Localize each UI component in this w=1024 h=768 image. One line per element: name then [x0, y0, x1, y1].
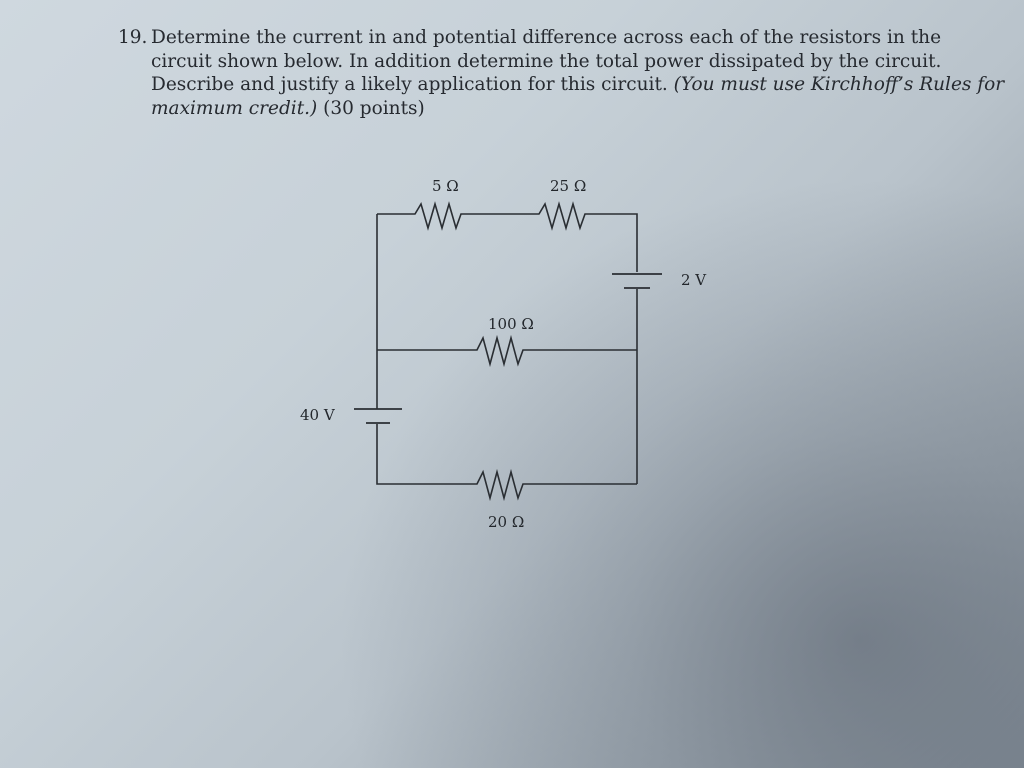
label-2-volt: 2 V	[681, 271, 707, 289]
problem-points: (30 points)	[323, 97, 425, 119]
problem-line-1: Determine the current in and potential d…	[151, 27, 942, 48]
battery-2v	[612, 273, 662, 289]
label-40-volt: 40 V	[300, 406, 336, 424]
battery-40v	[354, 408, 402, 424]
problem-text: Determine the current in and potential d…	[151, 26, 1004, 121]
label-20-ohm: 20 Ω	[488, 513, 524, 531]
problem-number: 19.	[118, 27, 148, 48]
problem-line-2: circuit shown below. In addition determi…	[151, 50, 942, 72]
problem-line-3-italic: (You must use Kirchhoff’s Rules for	[673, 74, 1005, 95]
problem-line-3: Describe and justify a likely applicatio…	[151, 73, 1004, 97]
problem-line-3-text: Describe and justify a likely applicatio…	[151, 74, 668, 95]
wire-bottom	[376, 424, 637, 502]
wire-top	[377, 201, 638, 272]
label-5-ohm: 5 Ω	[432, 177, 459, 195]
problem-line-4-italic: maximum credit.)	[151, 97, 318, 119]
label-100-ohm: 100 Ω	[488, 315, 534, 333]
wire-middle	[377, 334, 637, 368]
problem-statement: 19. Determine the current in and potenti…	[118, 26, 1004, 121]
label-25-ohm: 25 Ω	[550, 177, 586, 195]
problem-line-4: maximum credit.) (30 points)	[151, 97, 968, 121]
